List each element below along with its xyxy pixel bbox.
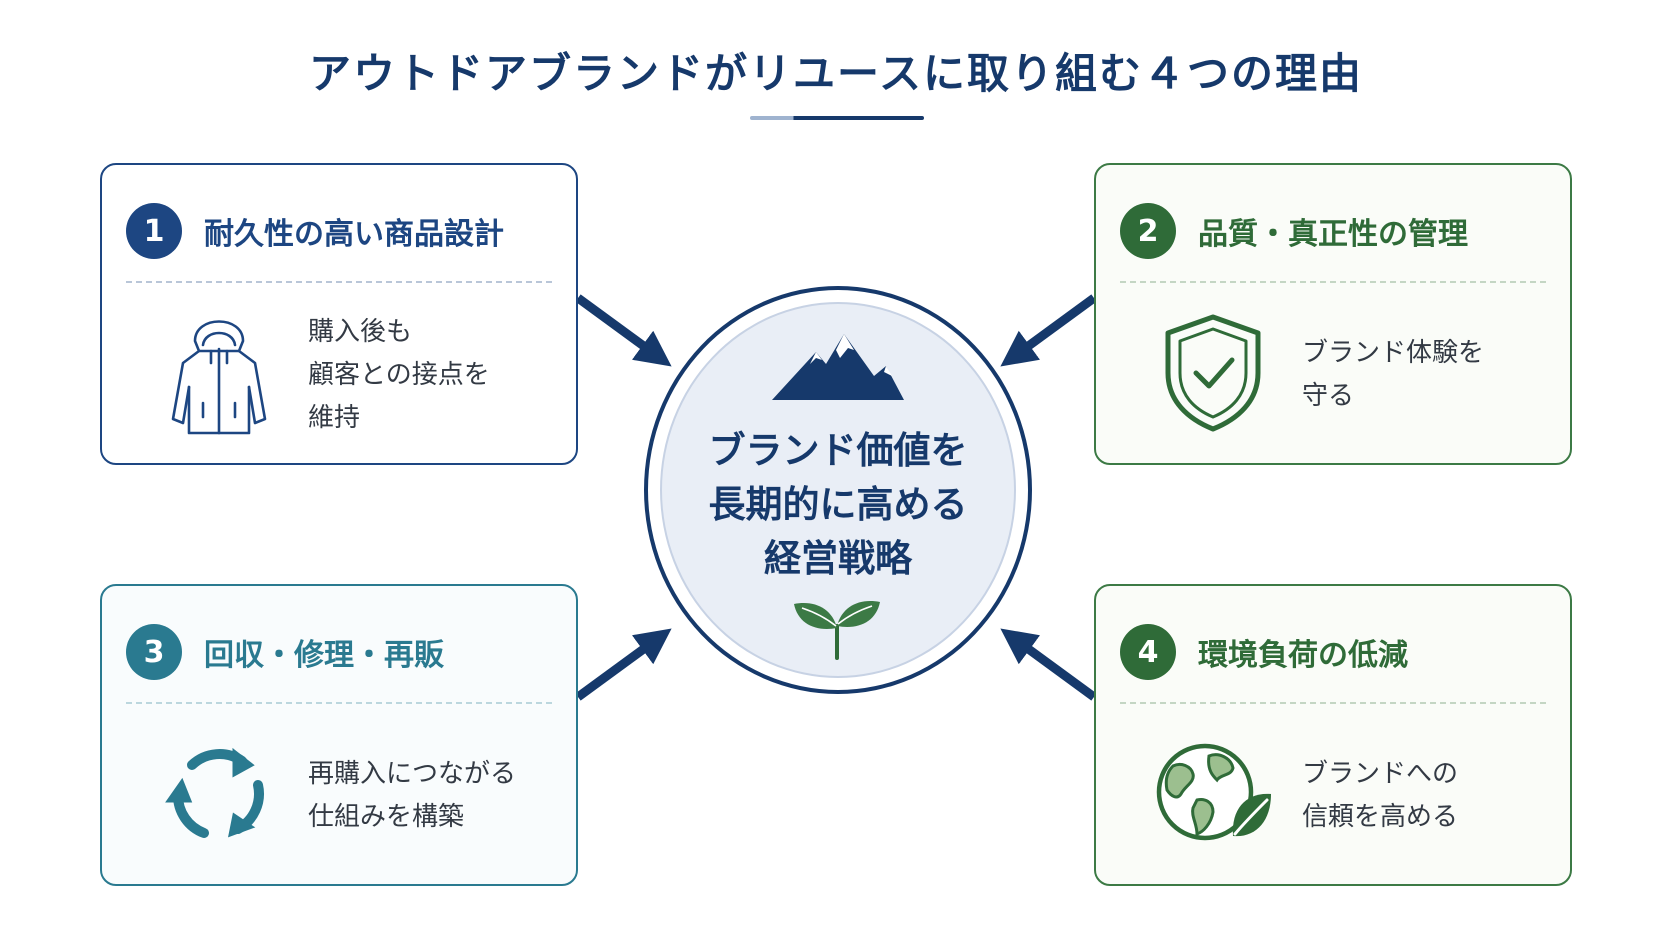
divider bbox=[126, 702, 552, 704]
center-line: 長期的に高める bbox=[708, 483, 968, 526]
recycle-icon bbox=[154, 724, 284, 864]
number-badge: 4 bbox=[1120, 624, 1176, 680]
arrow-2 bbox=[1000, 294, 1097, 367]
card-description: ブランド体験を 守る bbox=[1302, 305, 1557, 445]
center-line: 経営戦略 bbox=[764, 537, 912, 580]
card-repair-resale: 3 回収・修理・再販 再購入につながる 仕組みを構築 bbox=[100, 584, 578, 886]
card-description: 再購入につながる 仕組みを構築 bbox=[308, 726, 563, 866]
arrow-3 bbox=[575, 628, 672, 701]
card-title: 環境負荷の低減 bbox=[1198, 638, 1408, 673]
card-header: 2 品質・真正性の管理 bbox=[1120, 203, 1468, 259]
globe-leaf-icon bbox=[1148, 724, 1278, 864]
card-description: ブランドへの 信頼を高める bbox=[1302, 726, 1557, 866]
number-badge: 2 bbox=[1120, 203, 1176, 259]
arrow-1 bbox=[575, 294, 672, 367]
card-description: 購入後も 顧客との接点を 維持 bbox=[308, 305, 563, 445]
card-durable-design: 1 耐久性の高い商品設計 購入後も 顧客との接点を 維持 bbox=[100, 163, 578, 465]
card-header: 4 環境負荷の低減 bbox=[1120, 624, 1408, 680]
description-line: 維持 bbox=[308, 402, 361, 433]
sprout-icon bbox=[794, 601, 880, 660]
card-quality-authenticity: 2 品質・真正性の管理 ブランド体験を 守る bbox=[1094, 163, 1572, 465]
diagram-title: アウトドアブランドがリユースに取り組む４つの理由 bbox=[309, 49, 1363, 98]
description-line: ブランドへの bbox=[1302, 759, 1459, 789]
card-header: 3 回収・修理・再販 bbox=[126, 624, 444, 680]
shield-check-icon bbox=[1148, 303, 1278, 443]
number-badge: 1 bbox=[126, 203, 182, 259]
description-line: 顧客との接点を bbox=[308, 359, 490, 390]
description-line: 信頼を高める bbox=[1302, 802, 1459, 832]
description-line: 購入後も bbox=[308, 316, 413, 347]
card-header: 1 耐久性の高い商品設計 bbox=[126, 203, 504, 259]
center-text: ブランド価値を 長期的に高める 経営戦略 bbox=[660, 424, 1016, 586]
description-line: ブランド体験を bbox=[1302, 338, 1485, 368]
center-line: ブランド価値を bbox=[708, 429, 968, 472]
description-line: 再購入につながる bbox=[308, 759, 517, 789]
card-title: 耐久性の高い商品設計 bbox=[204, 217, 504, 252]
card-environment: 4 環境負荷の低減 ブランドへの 信頼を高める bbox=[1094, 584, 1572, 886]
number-badge: 3 bbox=[126, 624, 182, 680]
title-underline bbox=[750, 116, 924, 120]
jacket-icon bbox=[154, 303, 284, 443]
description-line: 仕組みを構築 bbox=[308, 802, 465, 832]
mountain-icon bbox=[772, 334, 904, 400]
card-title: 回収・修理・再販 bbox=[204, 638, 444, 673]
divider bbox=[1120, 702, 1546, 704]
description-line: 守る bbox=[1302, 381, 1355, 411]
arrow-4 bbox=[1000, 628, 1097, 701]
divider bbox=[126, 281, 552, 283]
divider bbox=[1120, 281, 1546, 283]
card-title: 品質・真正性の管理 bbox=[1198, 217, 1468, 252]
